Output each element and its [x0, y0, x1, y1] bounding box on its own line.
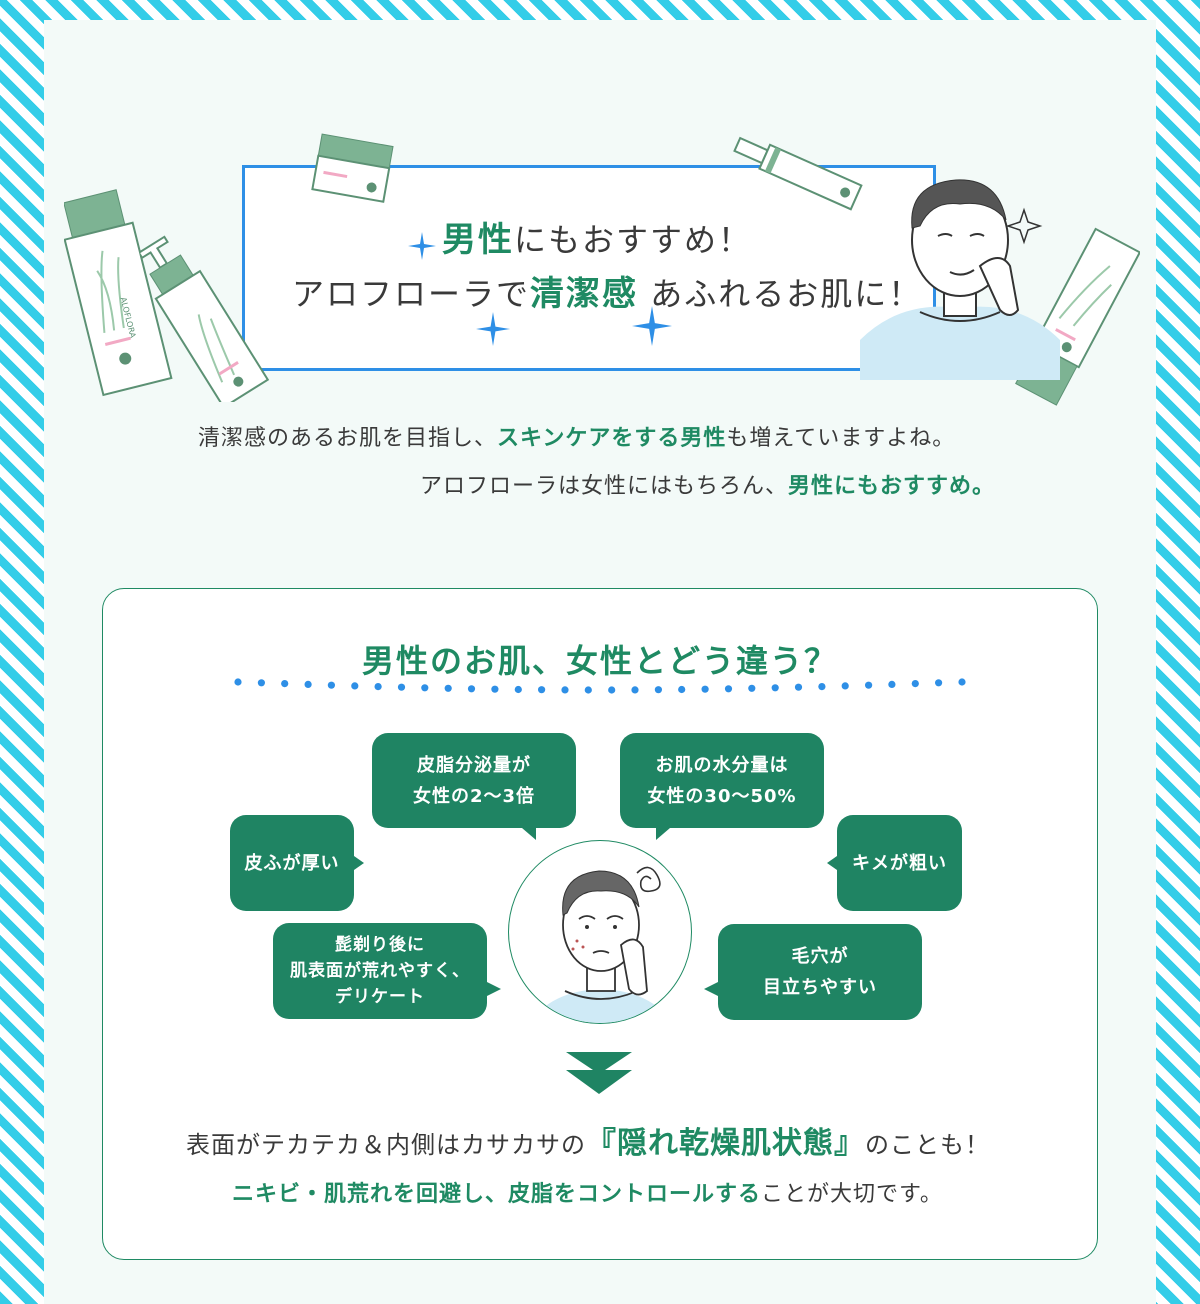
divider-dot: [841, 682, 849, 690]
intro-line2-pre: アロフローラは女性にはもちろん、: [420, 474, 789, 499]
product-tube: [726, 130, 866, 224]
divider-dot: [958, 678, 966, 686]
divider-dot: [351, 682, 359, 690]
comparison-title: 男性のお肌、女性とどう違う？: [361, 642, 838, 680]
banner-line2-post: あふれるお肌に！: [638, 275, 923, 313]
divider-dot: [701, 685, 709, 693]
divider-dot: [257, 679, 265, 687]
conclusion-line1-post: のことも！: [865, 1131, 990, 1159]
conclusion-line1-pre: 表面がテカテカ＆内側はカサカサの: [186, 1131, 586, 1159]
bubble-texture-tail: [827, 856, 837, 870]
bubble-water: お肌の水分量は 女性の30〜50%: [620, 733, 824, 828]
down-arrow-icon: [566, 1052, 632, 1100]
divider-dot: [281, 680, 289, 688]
divider-dot: [794, 683, 803, 691]
divider-dot: [818, 683, 826, 691]
divider-dot: [561, 686, 569, 694]
banner-headline-1: 男性にもおすすめ！: [442, 212, 842, 261]
worried-man-illustration: [508, 840, 692, 1024]
bubble-shaving: 髭剃り後に 肌表面が荒れやすく、 デリケート: [273, 923, 487, 1019]
divider-dot: [514, 685, 522, 694]
divider-dot: [397, 683, 406, 691]
divider-dot: [374, 683, 382, 691]
banner-accent-men: 男性: [442, 220, 514, 260]
intro-line-1: 清潔感のあるお肌を目指し、スキンケアをする男性も増えていますよね。: [198, 420, 1018, 452]
dotted-divider: [234, 678, 966, 694]
divider-dot: [421, 684, 429, 692]
conclusion-hidden-dry-skin: 『隠れ乾燥肌状態』: [586, 1126, 865, 1161]
intro-line2-bold: 男性にもおすすめ。: [788, 474, 996, 499]
conclusion-line-2: ニキビ・肌荒れを回避し、皮脂をコントロールすることが大切です。: [232, 1176, 1012, 1208]
divider-dot: [631, 686, 639, 694]
bubble-sebum: 皮脂分泌量が 女性の2〜3倍: [372, 733, 576, 828]
intro-line1-bold: スキンケアをする男性: [497, 426, 727, 451]
divider-dot: [234, 678, 242, 686]
divider-dot: [304, 680, 312, 688]
divider-dot: [327, 681, 335, 689]
bubble-thick-skin-tail: [354, 856, 364, 870]
bubble-pores-tail: [704, 982, 718, 996]
conclusion-line2-post: ことが大切です。: [761, 1182, 943, 1207]
intro-line1-post: も増えていますよね。: [726, 426, 956, 451]
divider-dot: [911, 680, 919, 688]
conclusion-line-1: 表面がテカテカ＆内側はカサカサの『隠れ乾燥肌状態』のことも！: [186, 1118, 1066, 1162]
divider-dot: [748, 684, 756, 692]
bubble-thick-skin: 皮ふが厚い: [230, 815, 354, 911]
bubble-pores: 毛穴が 目立ちやすい: [718, 924, 922, 1020]
divider-dot: [467, 685, 476, 693]
divider-dot: [608, 686, 616, 694]
bubble-texture: キメが粗い: [837, 815, 962, 911]
divider-dot: [584, 686, 592, 694]
divider-dot: [678, 685, 686, 694]
product-tall-bottle: ALOFLORA: [63, 178, 174, 402]
sparkle-icon: [476, 312, 510, 346]
divider-dot: [444, 684, 452, 692]
divider-dot: [724, 685, 733, 693]
banner-accent-clean: 清潔感: [530, 274, 639, 314]
banner-line2-pre: アロフローラで: [292, 275, 531, 313]
divider-dot: [771, 684, 779, 692]
conclusion-line2-bold: ニキビ・肌荒れを回避し、皮脂をコントロールする: [232, 1182, 762, 1207]
man-illustration: [860, 170, 1060, 384]
divider-dot: [888, 680, 896, 688]
banner-frame: [242, 165, 936, 371]
sparkle-icon: [408, 232, 436, 260]
intro-line1-pre: 清潔感のあるお肌を目指し、: [198, 426, 498, 451]
product-jar: [308, 132, 398, 216]
divider-dot: [491, 685, 499, 693]
product-pump-bottle: [137, 212, 300, 409]
bubble-water-tail: [656, 828, 670, 840]
divider-dot: [865, 681, 873, 689]
banner-headline-2: アロフローラで清潔感 あふれるお肌に！: [292, 266, 920, 315]
divider-dot: [538, 686, 546, 694]
sparkle-icon: [632, 306, 672, 346]
banner-line1-rest: にもおすすめ！: [514, 221, 753, 259]
divider-dot: [935, 679, 943, 687]
divider-dot: [654, 686, 662, 694]
bubble-sebum-tail: [522, 828, 536, 840]
intro-line-2: アロフローラは女性にはもちろん、男性にもおすすめ。: [420, 468, 1040, 500]
bubble-shaving-tail: [487, 982, 501, 996]
